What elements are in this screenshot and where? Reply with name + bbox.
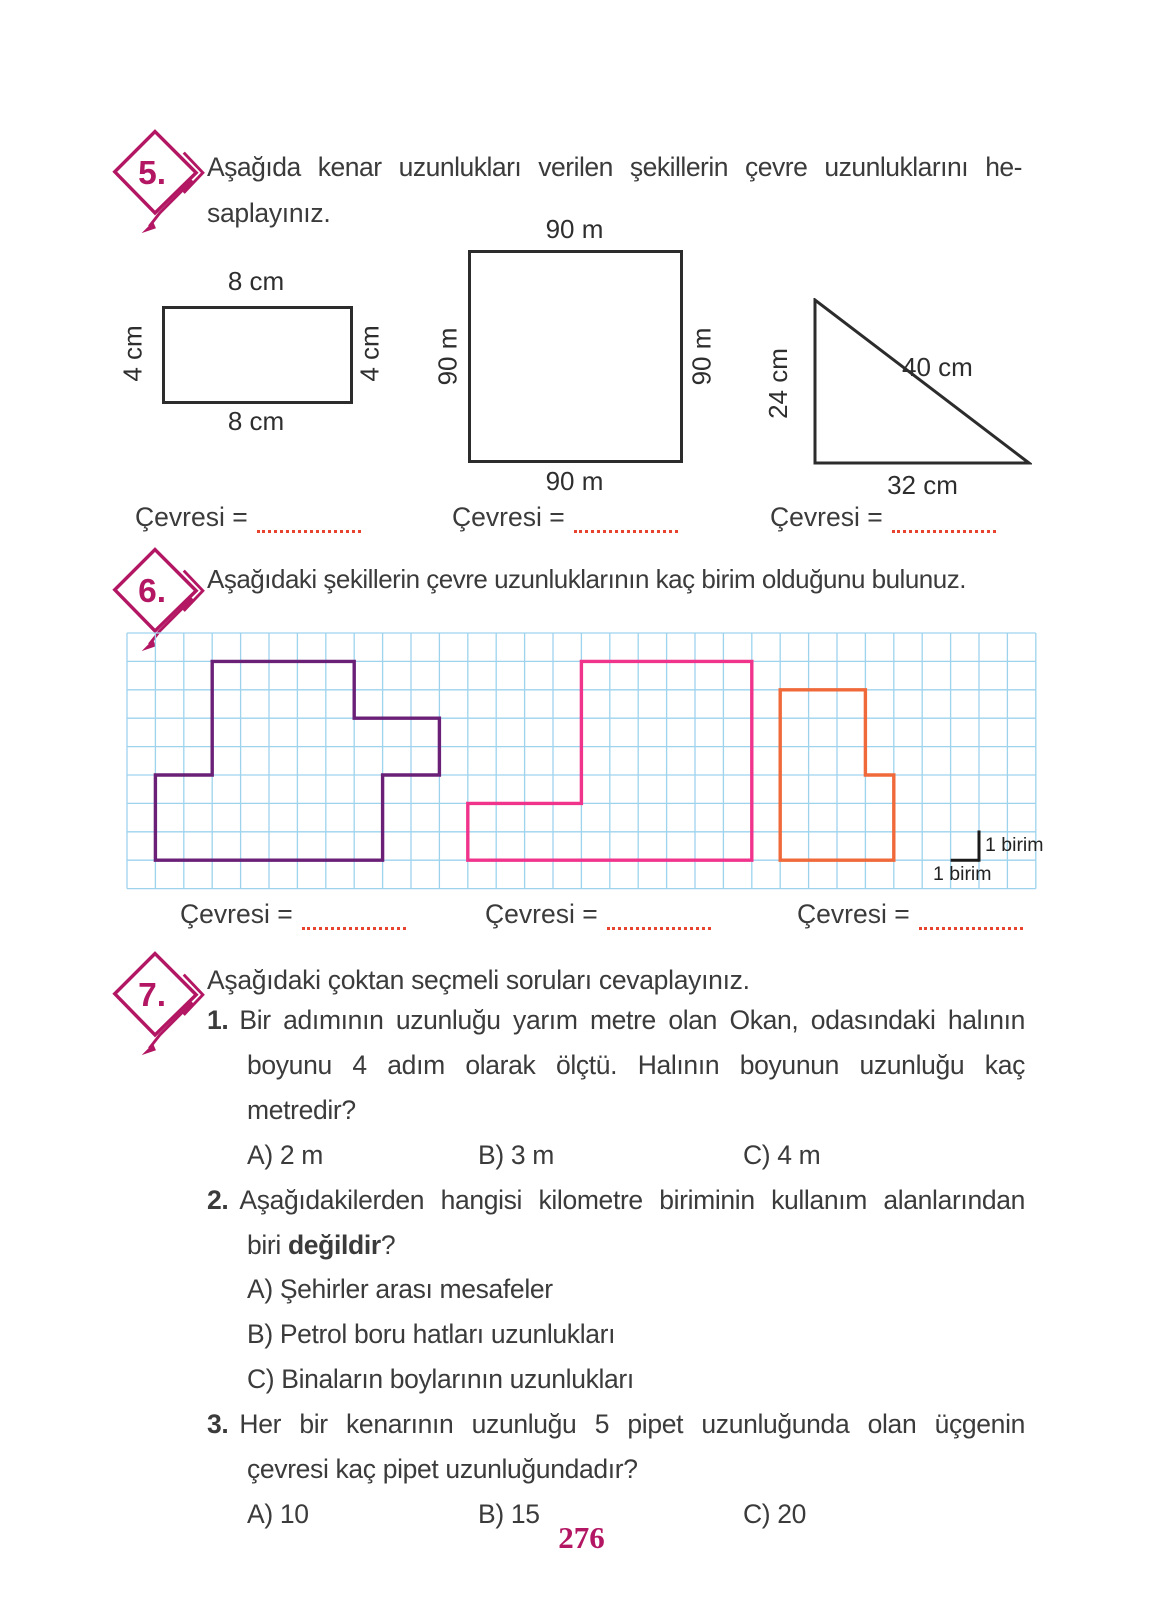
grid-shapes xyxy=(153,659,896,862)
rectangle-top-label: 8 cm xyxy=(227,266,285,296)
question-6-text: Aşağıdaki şekillerin çevre uzunluklarını… xyxy=(207,564,966,594)
option-b: B) 15 xyxy=(478,1498,540,1529)
mcq-item-3-line1: 3.Her bir kenarının uzunluğu 5 pipet uzu… xyxy=(207,1409,1025,1440)
page-number: 276 xyxy=(558,1520,605,1555)
question-5-line1: Aşağıda kenar uzunlukları verilen şekill… xyxy=(207,152,1023,182)
unit-label-right: 1 birim xyxy=(985,834,1044,856)
triangle-left-label: 24 cm xyxy=(762,347,793,419)
rectangle-figure xyxy=(162,306,353,404)
option-c: C) 20 xyxy=(743,1498,807,1529)
question-5-badge: 5. xyxy=(105,122,205,235)
question-5-line2: saplayınız. xyxy=(207,198,331,228)
triangle-bottom-label: 32 cm xyxy=(887,470,958,500)
mcq-item-1-line2: boyunu 4 adım olarak ölçtü. Halının boyu… xyxy=(247,1049,1025,1080)
question-7-title: Aşağıdaki çoktan seçmeli soruları cevapl… xyxy=(207,965,750,995)
unit-label-bottom: 1 birim xyxy=(933,863,992,885)
answer-dotted-line xyxy=(256,508,361,533)
mcq-item-3-options: A) 10 B) 15 C) 20 xyxy=(207,1492,1025,1537)
svg-text:7.: 7. xyxy=(138,977,166,1014)
cevresi-label: Çevresi = xyxy=(135,502,248,532)
rectangle-left-label: 4 cm xyxy=(117,325,148,382)
answer-dotted-line xyxy=(301,905,406,930)
square-right-label: 90 m xyxy=(686,327,717,385)
mcq-item-3-line2: çevresi kaç pipet uzunluğundadır? xyxy=(247,1454,638,1485)
cevresi-answer-purple: Çevresi = xyxy=(180,899,406,930)
triangle-hypotenuse-label: 40 cm xyxy=(902,352,973,382)
bold-word: değildir xyxy=(287,1229,381,1260)
triangle-figure xyxy=(813,298,1032,465)
mcq-item-1-line1: 1.Bir adımının uzunluğu yarım metre olan… xyxy=(207,1005,1025,1035)
diamond-badge-icon: 5. xyxy=(112,129,205,234)
option-c: C) 4 m xyxy=(743,1139,821,1170)
mcq-item-1-options: A) 2 m B) 3 m C) 4 m xyxy=(207,1133,1025,1178)
mcq-item-1-line3: metredir? xyxy=(247,1094,356,1125)
diamond-badge-icon: 7. xyxy=(112,951,205,1056)
cevresi-answer-triangle: Çevresi = xyxy=(770,502,996,533)
option-b: B) 3 m xyxy=(478,1139,554,1170)
purple-polygon xyxy=(153,659,442,862)
orange-polygon xyxy=(778,688,896,862)
question-7-badge: 7. xyxy=(105,944,205,1057)
item-number: 2. xyxy=(207,1184,229,1215)
answer-dotted-line xyxy=(606,905,711,930)
svg-text:6.: 6. xyxy=(138,573,166,610)
rectangle-right-label: 4 cm xyxy=(354,325,385,382)
diamond-badge-icon: 6. xyxy=(112,547,205,652)
square-left-label: 90 m xyxy=(432,327,463,385)
square-top-label: 90 m xyxy=(545,214,604,244)
item-number: 1. xyxy=(207,1005,229,1035)
unit-grid-svg xyxy=(126,632,1037,890)
square-figure xyxy=(468,250,683,463)
option-a: A) 2 m xyxy=(247,1139,323,1170)
question-5-text: Aşağıda kenar uzunlukları verilen şekill… xyxy=(207,144,1023,236)
mcq-item-2-option-c: C) Binaların boylarının uzunlukları xyxy=(247,1364,634,1395)
mcq-item-2-line1: 2.Aşağıdakilerden hangisi kilometre biri… xyxy=(207,1184,1025,1215)
answer-dotted-line xyxy=(891,508,996,533)
square-bottom-label: 90 m xyxy=(545,466,604,496)
cevresi-answer-orange: Çevresi = xyxy=(797,899,1023,930)
cevresi-answer-pink: Çevresi = xyxy=(485,899,711,930)
answer-dotted-line xyxy=(573,508,678,533)
mcq-item-2-option-b: B) Petrol boru hatları uzunlukları xyxy=(247,1319,616,1350)
cevresi-label: Çevresi = xyxy=(797,899,910,929)
unit-mark-icon xyxy=(950,830,981,862)
cevresi-label: Çevresi = xyxy=(452,502,565,532)
rectangle-bottom-label: 8 cm xyxy=(227,406,285,436)
cevresi-answer-rect: Çevresi = xyxy=(135,502,361,533)
answer-dotted-line xyxy=(918,905,1023,930)
svg-text:5.: 5. xyxy=(138,155,166,192)
question-6-badge: 6. xyxy=(105,540,205,653)
mcq-item-2-line2: biri değildir? xyxy=(247,1229,396,1260)
cevresi-answer-square: Çevresi = xyxy=(452,502,678,533)
cevresi-label: Çevresi = xyxy=(485,899,598,929)
pink-polygon xyxy=(466,659,754,862)
unit-grid: 1 birim 1 birim xyxy=(126,632,1044,890)
multiple-choice-block: 1.Bir adımının uzunluğu yarım metre olan… xyxy=(207,998,1025,1537)
option-a: A) 10 xyxy=(247,1498,309,1529)
cevresi-label: Çevresi = xyxy=(180,899,293,929)
mcq-item-2-option-a: A) Şehirler arası mesafeler xyxy=(247,1274,553,1305)
item-number: 3. xyxy=(207,1409,229,1440)
cevresi-label: Çevresi = xyxy=(770,502,883,532)
